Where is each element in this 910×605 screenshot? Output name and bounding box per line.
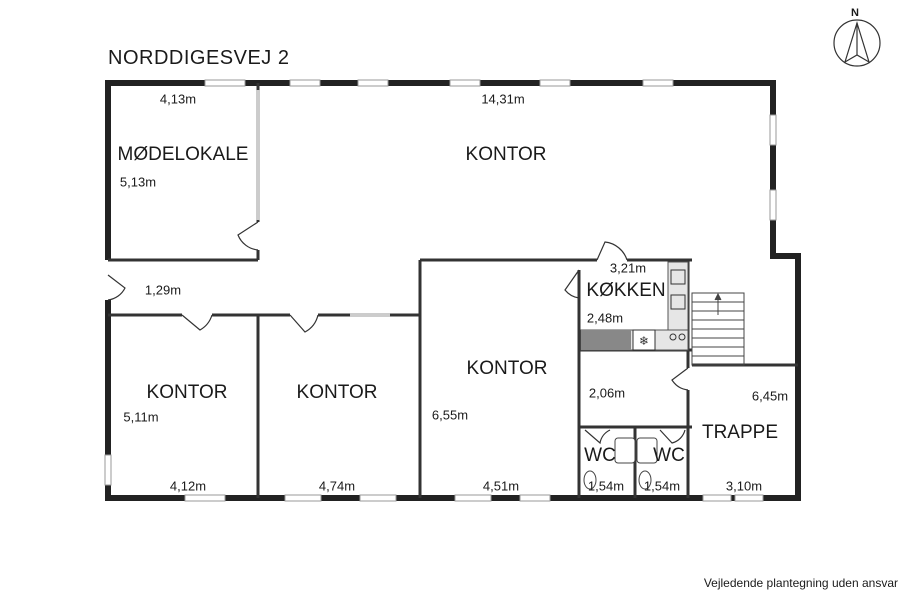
- svg-text:❄: ❄: [639, 334, 649, 348]
- room-label-kontor-mid: KONTOR: [466, 358, 548, 379]
- dimension-label: 6,55m: [431, 407, 469, 423]
- dimension-label: 1,54m: [587, 478, 625, 494]
- dimension-label: 4,12m: [169, 478, 207, 494]
- dimension-label: 1,29m: [144, 282, 182, 298]
- dimension-label: 4,13m: [159, 91, 197, 107]
- stairs: [691, 292, 745, 366]
- dimension-label: 5,11m: [123, 409, 159, 425]
- room-label-modelokale: MØDELOKALE: [117, 144, 249, 165]
- room-label-wc-1: WC: [584, 445, 616, 466]
- room-label-kontor-top: KONTOR: [465, 144, 547, 165]
- room-label-kokken: KØKKEN: [586, 280, 666, 301]
- glass-partition-2: [350, 313, 390, 317]
- windows: [104, 79, 777, 502]
- dimension-label: 3,21m: [609, 260, 647, 276]
- dimension-label: 2,06m: [588, 385, 626, 401]
- glass-partition: [256, 90, 260, 220]
- dimension-label: 1,54m: [643, 478, 681, 494]
- dimension-label: 4,51m: [482, 478, 520, 494]
- dimension-label: 6,45m: [751, 388, 789, 404]
- north-compass-icon: [833, 19, 881, 67]
- dimension-label: 3,10m: [725, 478, 763, 494]
- dimension-label: 5,13m: [119, 174, 157, 190]
- wc-fixtures: [583, 437, 658, 490]
- page-title: NORDDIGESVEJ 2: [108, 47, 290, 69]
- dimension-label: 2,48m: [586, 310, 624, 326]
- room-label-kontor-left: KONTOR: [146, 382, 228, 403]
- disclaimer-text: Vejledende plantegning uden ansvar: [703, 576, 898, 590]
- dimension-label: 4,74m: [318, 478, 356, 494]
- room-label-wc-2: WC: [653, 445, 685, 466]
- door-swings: [107, 221, 689, 445]
- kitchen-counter: ❄: [580, 261, 689, 351]
- dimension-label: 14,31m: [481, 91, 525, 107]
- room-label-kontor-center: KONTOR: [296, 382, 378, 403]
- room-label-trappe: TRAPPE: [701, 422, 779, 443]
- compass-label: N: [851, 7, 859, 19]
